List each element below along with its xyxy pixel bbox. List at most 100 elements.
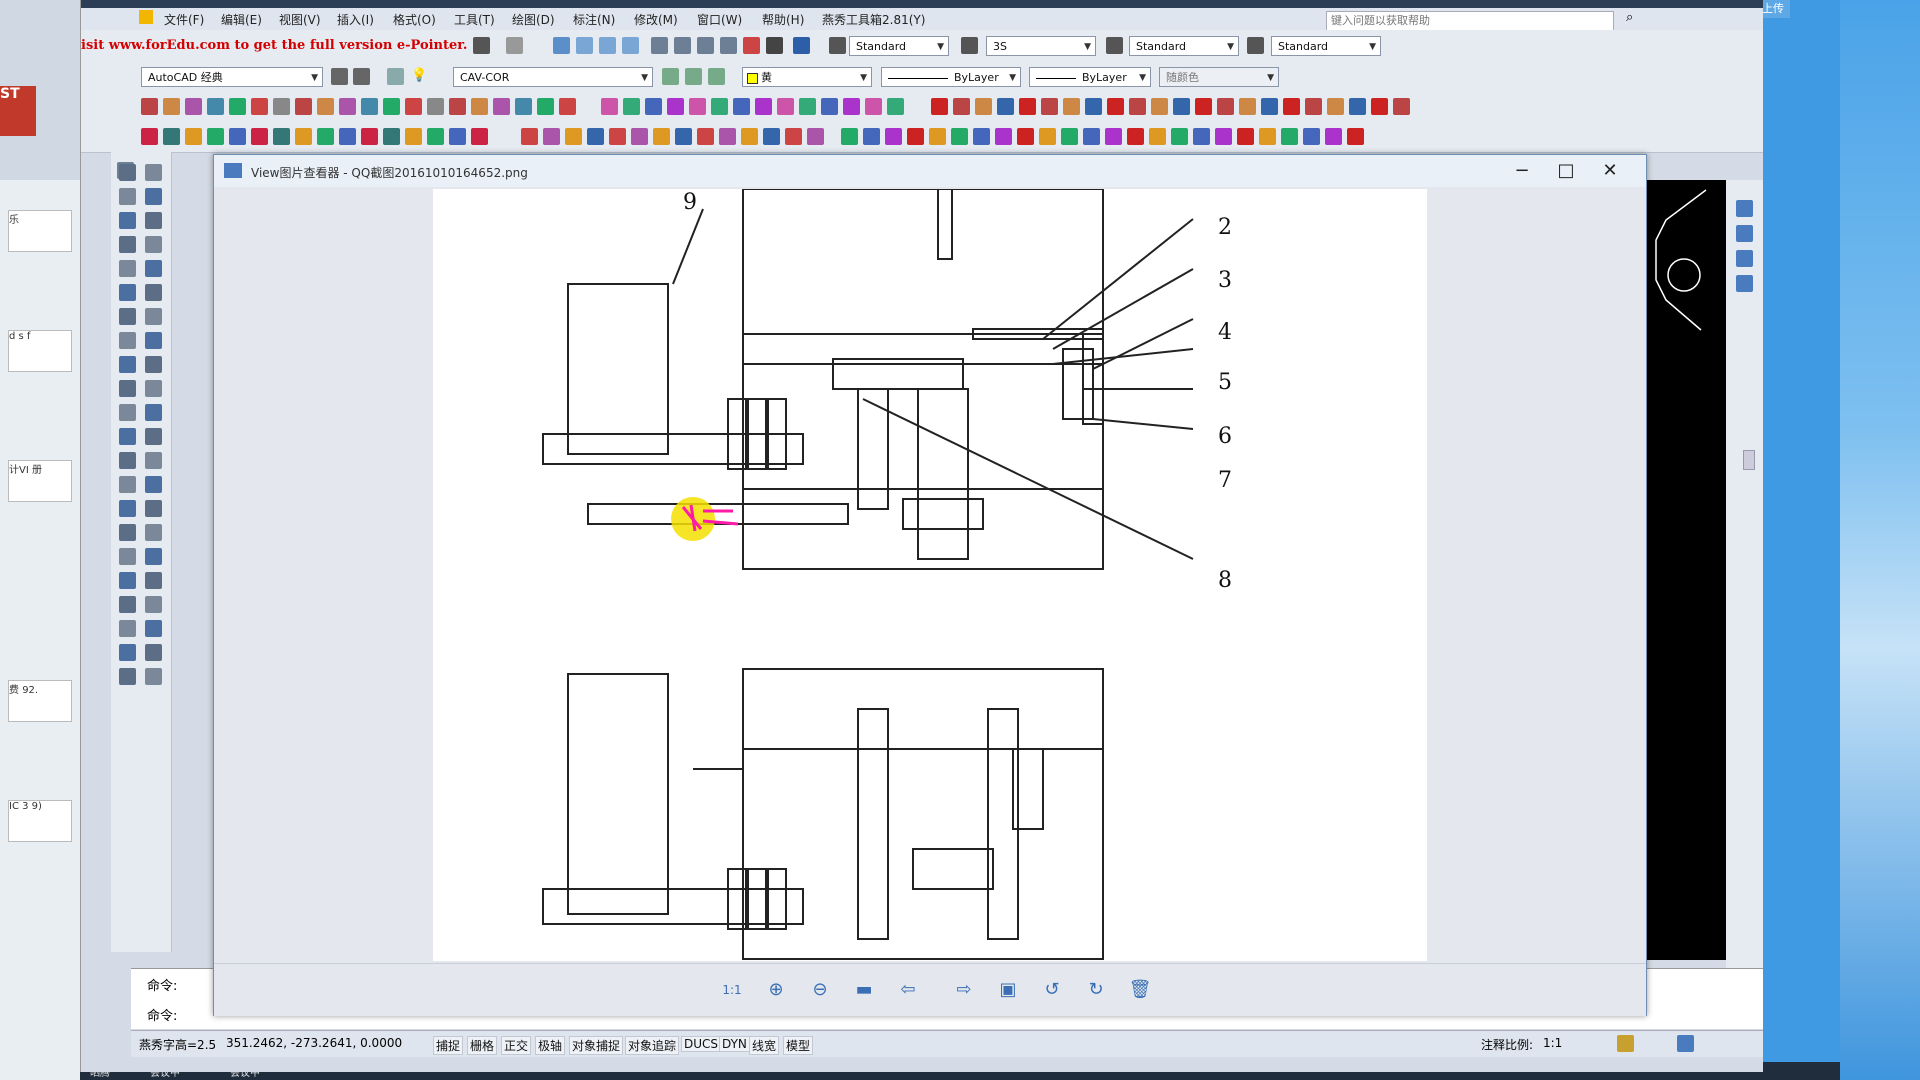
menu-insert[interactable]: 插入(I) — [337, 13, 374, 27]
toggle-otrack[interactable]: 对象追踪 — [625, 1036, 680, 1055]
toolbar-tool-icon[interactable] — [229, 98, 246, 115]
toolbar-tool-icon[interactable] — [719, 128, 736, 145]
draw-tool-icon[interactable] — [119, 332, 136, 349]
toolbar-tool-icon[interactable] — [1261, 98, 1278, 115]
toolbar-tool-icon[interactable] — [1193, 128, 1210, 145]
workspace-select[interactable]: AutoCAD 经典▼ — [141, 67, 323, 87]
text-style-select[interactable]: Standard▼ — [849, 36, 949, 56]
multileader-style-icon[interactable] — [1247, 37, 1264, 54]
toolbar-tool-icon[interactable] — [907, 128, 924, 145]
toolbar-tool-icon[interactable] — [1281, 128, 1298, 145]
draw-tool-icon[interactable] — [145, 356, 162, 373]
menu-window[interactable]: 窗口(W) — [697, 13, 743, 27]
toolbar-tool-icon[interactable] — [1371, 98, 1388, 115]
layer-select[interactable]: CAV-COR▼ — [453, 67, 653, 87]
toolbar-tool-icon[interactable] — [1017, 128, 1034, 145]
toolbar-tool-icon[interactable] — [1039, 128, 1056, 145]
toolbar-tool-icon[interactable] — [427, 98, 444, 115]
toolbar-tool-icon[interactable] — [997, 98, 1014, 115]
draw-tool-icon[interactable] — [145, 284, 162, 301]
toolbar-tool-icon[interactable] — [339, 98, 356, 115]
toggle-model[interactable]: 模型 — [783, 1036, 814, 1055]
draw-tool-icon[interactable] — [119, 380, 136, 397]
toolbar-tool-icon[interactable] — [273, 98, 290, 115]
linetype-select[interactable]: ByLayer▼ — [881, 67, 1021, 87]
toolbar-tool-icon[interactable] — [953, 98, 970, 115]
toolbar-tool-icon[interactable] — [799, 98, 816, 115]
zoom-window-icon[interactable] — [599, 37, 616, 54]
draw-tool-icon[interactable] — [119, 356, 136, 373]
text-style-icon[interactable] — [829, 37, 846, 54]
toolbar-tool-icon[interactable] — [537, 98, 554, 115]
close-button[interactable]: ✕ — [1602, 160, 1618, 181]
menu-help[interactable]: 帮助(H) — [762, 13, 805, 27]
help-search-input[interactable] — [1326, 11, 1614, 31]
toolbar-tool-icon[interactable] — [1127, 128, 1144, 145]
markup-icon[interactable] — [743, 37, 760, 54]
toolbar-tool-icon[interactable] — [755, 98, 772, 115]
toolbar-tool-icon[interactable] — [1305, 98, 1322, 115]
draw-tool-icon[interactable] — [119, 668, 136, 685]
menu-modify[interactable]: 修改(M) — [634, 13, 678, 27]
sheet-set-icon[interactable] — [720, 37, 737, 54]
toolbar-tool-icon[interactable] — [785, 128, 802, 145]
toolbar-tool-icon[interactable] — [1215, 128, 1232, 145]
app-icon[interactable]: ST — [0, 86, 36, 136]
draw-tool-icon[interactable] — [145, 500, 162, 517]
toolbar-tool-icon[interactable] — [1283, 98, 1300, 115]
draw-tool-icon[interactable] — [119, 572, 136, 589]
draw-tool-icon[interactable] — [119, 188, 136, 205]
toolbar-tool-icon[interactable] — [1019, 98, 1036, 115]
toolbar-tool-icon[interactable] — [317, 98, 334, 115]
draw-tool-icon[interactable] — [145, 308, 162, 325]
draw-tool-icon[interactable] — [145, 428, 162, 445]
toggle-snap[interactable]: 捕捉 — [433, 1036, 464, 1055]
viewport-icon[interactable] — [1736, 200, 1753, 217]
draw-tool-icon[interactable] — [145, 476, 162, 493]
draw-tool-icon[interactable] — [145, 644, 162, 661]
draw-tool-icon[interactable] — [145, 668, 162, 685]
toolbar-tool-icon[interactable] — [763, 128, 780, 145]
toolbar-tool-icon[interactable] — [1085, 98, 1102, 115]
maximize-button[interactable]: □ — [1557, 160, 1575, 181]
toolbar-tool-icon[interactable] — [689, 98, 706, 115]
draw-tool-icon[interactable] — [145, 452, 162, 469]
toolbar-tool-icon[interactable] — [601, 98, 618, 115]
toolbar-tool-icon[interactable] — [1149, 128, 1166, 145]
toolbar-tool-icon[interactable] — [185, 128, 202, 145]
menu-format[interactable]: 格式(O) — [393, 13, 436, 27]
toolbar-tool-icon[interactable] — [741, 128, 758, 145]
draw-tool-icon[interactable] — [119, 548, 136, 565]
open-folder-icon[interactable]: ▬ — [855, 979, 873, 1000]
toggle-osnap[interactable]: 对象捕捉 — [569, 1036, 624, 1055]
toolbar-tool-icon[interactable] — [711, 98, 728, 115]
toolbar-tool-icon[interactable] — [645, 98, 662, 115]
zoom-out-icon[interactable]: ⊖ — [812, 979, 828, 1000]
toolbar-tool-icon[interactable] — [587, 128, 604, 145]
toolbar-tool-icon[interactable] — [1063, 98, 1080, 115]
toolbar-tool-icon[interactable] — [229, 128, 246, 145]
toolbar-tool-icon[interactable] — [733, 98, 750, 115]
toolbar-tool-icon[interactable] — [163, 98, 180, 115]
layer-states-icon[interactable] — [708, 68, 725, 85]
toggle-grid[interactable]: 栅格 — [467, 1036, 498, 1055]
toolbar-tool-icon[interactable] — [317, 128, 334, 145]
toolbar-tool-icon[interactable] — [777, 98, 794, 115]
zoom-realtime-icon[interactable] — [576, 37, 593, 54]
toolbar-tool-icon[interactable] — [1217, 98, 1234, 115]
toolbar-tool-icon[interactable] — [1151, 98, 1168, 115]
draw-tool-icon[interactable] — [119, 212, 136, 229]
toolbar-tool-icon[interactable] — [471, 98, 488, 115]
toolbar-tool-icon[interactable] — [821, 98, 838, 115]
workspace-settings-icon[interactable] — [331, 68, 348, 85]
toolbar-tool-icon[interactable] — [565, 128, 582, 145]
toolbar-tool-icon[interactable] — [1237, 128, 1254, 145]
pan-icon[interactable] — [553, 37, 570, 54]
toggle-polar[interactable]: 极轴 — [535, 1036, 566, 1055]
toolbar-tool-icon[interactable] — [1195, 98, 1212, 115]
draw-tool-icon[interactable] — [119, 164, 136, 181]
toggle-ducs[interactable]: DUCS — [681, 1036, 722, 1052]
toolbar-tool-icon[interactable] — [251, 98, 268, 115]
toolbar-tool-icon[interactable] — [449, 128, 466, 145]
lineweight-select[interactable]: ByLayer▼ — [1029, 67, 1151, 87]
